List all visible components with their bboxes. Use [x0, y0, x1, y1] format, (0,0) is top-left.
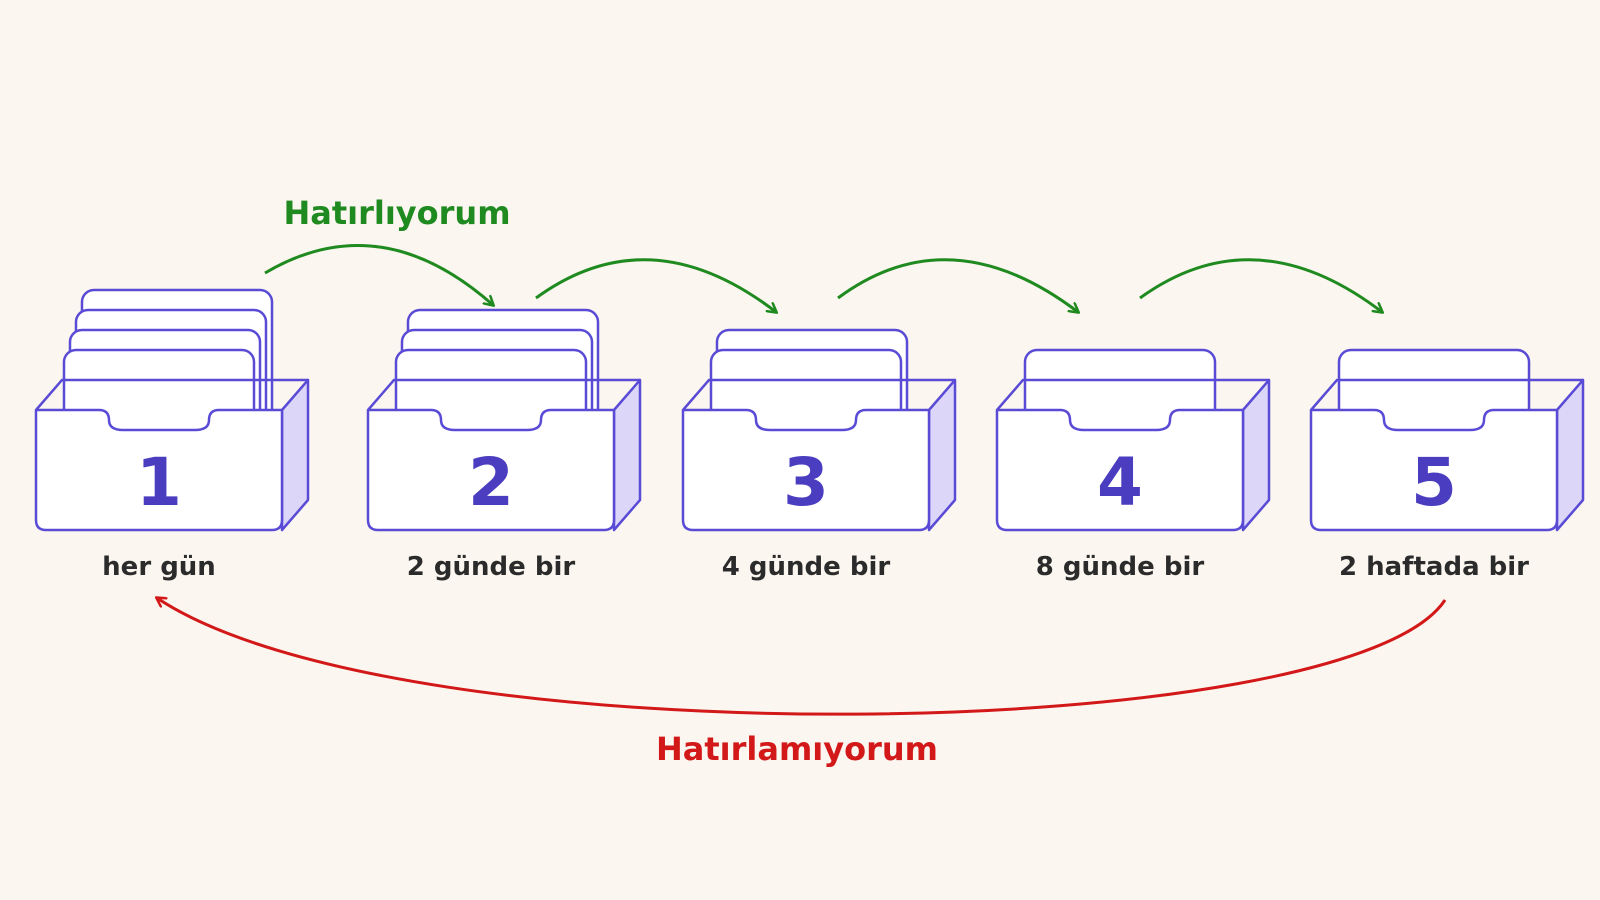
success-label: Hatırlıyorum: [283, 194, 510, 232]
box-front-face: [366, 408, 616, 532]
box-front-face: [34, 408, 284, 532]
success-arrow-2-to-3: [535, 258, 776, 312]
box-2: 2 2 günde bir: [366, 308, 642, 582]
success-arrow-4-to-5: [1139, 258, 1382, 312]
box-side-face: [1241, 378, 1271, 532]
box-5-number: 5: [1411, 444, 1457, 521]
success-arrows: [264, 243, 1382, 312]
box-5-container: [1309, 378, 1585, 532]
box-2-number: 2: [468, 444, 514, 521]
box-3-number: 3: [783, 444, 829, 521]
box-3-container: [681, 378, 957, 532]
box-back-rim: [35, 378, 308, 411]
box-2-interval: 2 günde bir: [407, 552, 576, 582]
box-2-container: [366, 378, 642, 532]
box-5: 5 2 haftada bir: [1309, 348, 1585, 582]
box-3: 3 4 günde bir: [681, 328, 957, 582]
box-side-face: [612, 378, 642, 532]
box-4-interval: 8 günde bir: [1036, 552, 1205, 582]
box-4-container: [995, 378, 1271, 532]
box-1-number: 1: [136, 444, 182, 521]
box-side-face: [280, 378, 310, 532]
box-back-rim: [996, 378, 1269, 411]
box-front-face: [1309, 408, 1559, 532]
box-side-face: [1555, 378, 1585, 532]
box-side-face: [927, 378, 957, 532]
box-back-rim: [367, 378, 640, 411]
failure-arrow: [157, 598, 1447, 716]
box-back-rim: [682, 378, 955, 411]
box-4: 4 8 günde bir: [995, 348, 1271, 582]
box-3-interval: 4 günde bir: [722, 552, 891, 582]
box-4-number: 4: [1097, 444, 1143, 521]
box-1-interval: her gün: [102, 552, 216, 582]
success-arrow-3-to-4: [837, 258, 1078, 312]
box-front-face: [681, 408, 931, 532]
box-back-rim: [1310, 378, 1583, 411]
box-5-interval: 2 haftada bir: [1339, 552, 1529, 582]
box-1-container: [34, 378, 310, 532]
failure-label: Hatırlamıyorum: [656, 730, 938, 768]
box-front-face: [995, 408, 1245, 532]
success-arrow-1-to-2: [264, 243, 493, 305]
box-1: 1 her gün: [34, 288, 310, 582]
